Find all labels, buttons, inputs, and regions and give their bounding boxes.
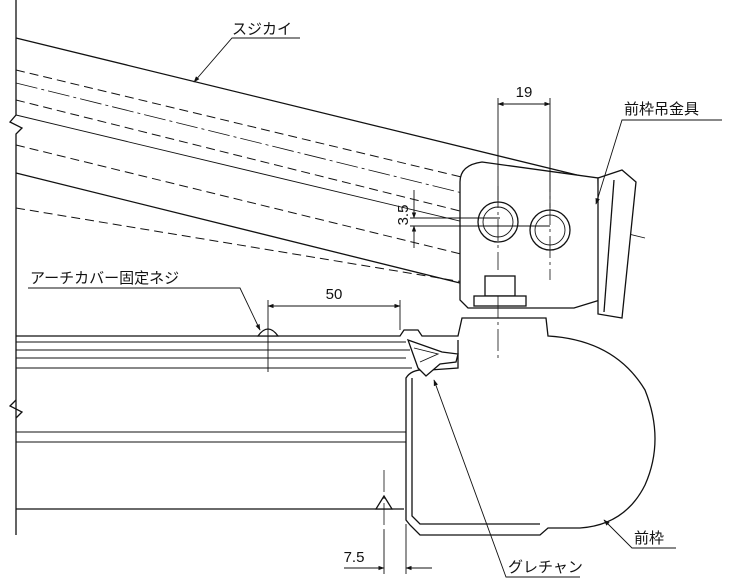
- front-frame-callout: 前枠: [603, 519, 676, 549]
- dimension-7-5-label: 7.5: [344, 549, 365, 566]
- dimension-7-5: 7.5: [344, 524, 432, 574]
- dimension-19-label: 19: [516, 84, 533, 101]
- dimension-3-5: 3.5: [395, 190, 550, 248]
- dimension-50-label: 50: [326, 286, 343, 303]
- bracket-callout: 前枠吊金具: [595, 100, 722, 205]
- dimension-3-5-label: 3.5: [395, 205, 412, 226]
- glazing-channel-label: グレチャン: [508, 558, 583, 576]
- dimension-50: 50: [267, 286, 401, 372]
- front-frame-label: 前枠: [634, 529, 664, 547]
- front-frame-bracket-label: 前枠吊金具: [624, 100, 699, 118]
- dimension-19: 19: [497, 84, 551, 208]
- arch-cover-screw-label: アーチカバー固定ネジ: [30, 269, 179, 287]
- break-line: [8, 0, 24, 535]
- brace-label: スジカイ: [232, 20, 292, 38]
- screw-callout: アーチカバー固定ネジ: [28, 269, 261, 331]
- brace-callout: スジカイ: [193, 20, 300, 83]
- front-frame-bracket: [459, 161, 637, 319]
- glazing-channel-callout: グレチャン: [433, 379, 583, 578]
- front-frame-profile: [16, 296, 656, 536]
